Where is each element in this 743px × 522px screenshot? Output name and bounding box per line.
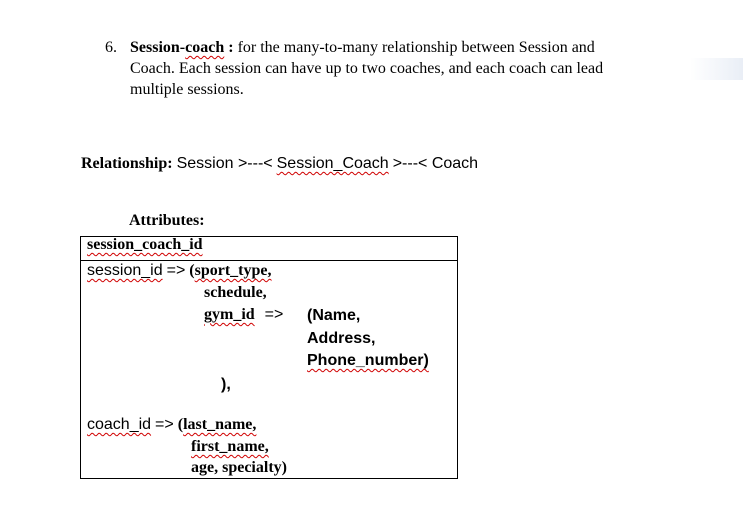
relationship-line: Relationship: Session >---< Session_Coac… <box>81 155 478 173</box>
relationship-left: Session >---< <box>176 155 273 172</box>
session-fk: session_id <box>87 262 163 279</box>
relationship-entity: Session_Coach <box>276 155 389 172</box>
last-name: last_name, <box>183 416 257 433</box>
coach-fk-line: coach_id => (last_name, <box>87 416 256 434</box>
coach-arrow: => <box>155 416 174 433</box>
highlight-fade <box>690 58 743 80</box>
gym-address: Address, <box>307 330 376 347</box>
attributes-heading: Attributes: <box>129 212 205 229</box>
item-line-3: multiple sessions. <box>130 81 244 98</box>
gym-phone-text: Phone_number) <box>307 352 429 369</box>
item-line-1-rest: for the many-to-many relationship betwee… <box>233 39 595 56</box>
session-close: ), <box>221 376 231 393</box>
gym-id: gym_id <box>204 306 255 323</box>
session-fk-line: session_id => (sport_type, <box>87 262 272 280</box>
gym-line: gym_id => <box>204 306 283 324</box>
age-specialty: age, specialty) <box>191 459 287 476</box>
gym-name: (Name, <box>307 307 361 324</box>
gym-arrow: => <box>264 306 284 323</box>
item-title-separator: : <box>224 39 234 56</box>
item-title-coach: coach <box>185 39 225 56</box>
coach-fk: coach_id <box>87 416 152 433</box>
session-open: ( <box>189 262 195 279</box>
coach-open: ( <box>177 416 184 433</box>
relationship-label: Relationship: <box>81 155 173 172</box>
relationship-right: >---< Coach <box>392 155 479 172</box>
first-name: first_name, <box>191 438 269 455</box>
schedule: schedule, <box>204 284 267 301</box>
item-number: 6. <box>105 39 117 56</box>
sport-type: sport_type, <box>194 262 272 279</box>
item-title-session: Session- <box>130 39 186 56</box>
gym-phone: Phone_number) <box>307 352 429 370</box>
attributes-table <box>80 236 458 479</box>
item-line-2: Coach. Each session can have up to two c… <box>130 60 604 77</box>
session-arrow: => <box>166 262 186 279</box>
primary-key: session_coach_id <box>87 236 203 253</box>
table-divider <box>81 260 457 261</box>
item-line-1: Session-coach : for the many-to-many rel… <box>130 37 595 58</box>
